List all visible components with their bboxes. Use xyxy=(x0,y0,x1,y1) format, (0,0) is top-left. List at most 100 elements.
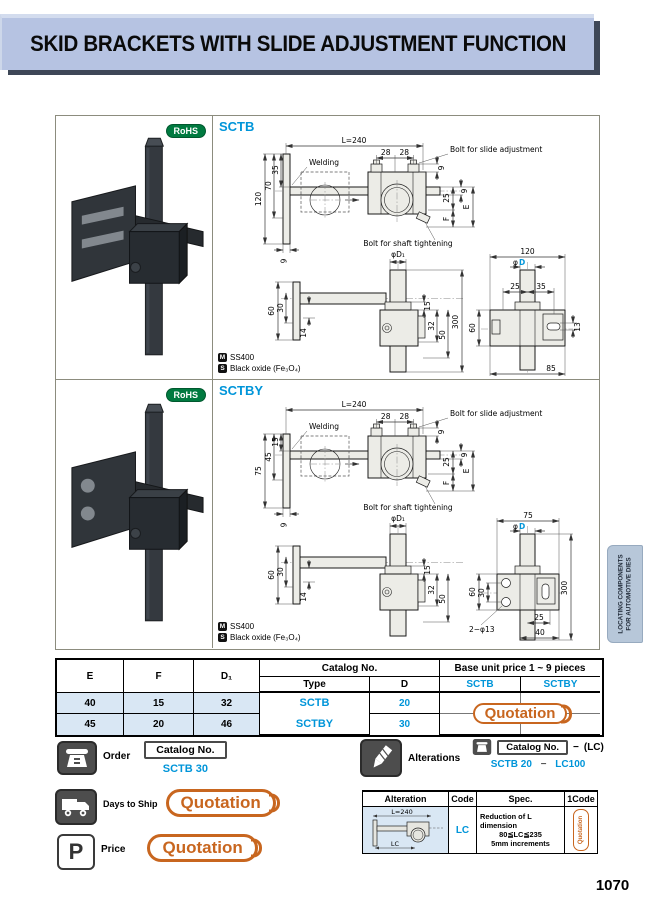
label-welding: Welding xyxy=(309,422,339,431)
dim-phi: φ xyxy=(513,522,518,531)
label-bolt-slide: Bolt for slide adjustment xyxy=(450,409,542,418)
alterations-table: Alteration Code Spec. 1Code L=240 LC LC … xyxy=(362,790,598,854)
dim-28a: 28 xyxy=(381,148,391,157)
col-header-type: Type xyxy=(260,677,370,693)
product-photo-sctb xyxy=(71,137,204,356)
rohs-badge: RoHS xyxy=(165,124,206,138)
section-sctby: RoHS SCTBY xyxy=(56,379,599,648)
dim-s30: 30 xyxy=(276,303,285,313)
col-header-d1: D₁ xyxy=(194,660,260,693)
spec-table: E F D₁ Catalog No. Base unit price 1 ~ 9… xyxy=(55,658,604,737)
page-number: 1070 xyxy=(595,877,630,894)
dim-dia1: φD₁ xyxy=(391,250,405,259)
col-header-e: E xyxy=(57,660,124,693)
series-label-sctb: SCTB xyxy=(219,119,255,134)
material-m-icon: M xyxy=(218,622,227,631)
truck-icon xyxy=(55,789,97,825)
technical-drawing-sctb: L=240 28 28 Bolt for slide adjustment We… xyxy=(254,136,582,376)
col-header-f: F xyxy=(124,660,194,693)
side-tab-locating-components: LOCATING COMPONENTS FOR AUTOMOTIVE DIES xyxy=(607,545,643,643)
surface-s-icon: S xyxy=(218,364,227,373)
alt-spec-line1: Reduction of L dimension xyxy=(480,812,532,830)
dim-r120: 120 xyxy=(520,247,535,256)
material-m: SS400 xyxy=(230,622,255,631)
days-to-ship-row: Days to Ship Quotation xyxy=(55,789,276,825)
dim-s300: 300 xyxy=(451,315,460,330)
order-row: Order Catalog No. SCTB 30 xyxy=(57,741,227,775)
alt-header-spec: Spec. xyxy=(477,792,565,807)
dim-dia1: φD₁ xyxy=(391,514,405,523)
dim-e: E xyxy=(462,468,471,473)
dim-r85: 85 xyxy=(546,364,556,373)
draw-panel-sctb: SCTB xyxy=(213,116,599,379)
alt-example-alt: LC100 xyxy=(555,759,586,770)
dim-s60: 60 xyxy=(267,306,276,316)
dim-phi-d: D xyxy=(519,522,525,531)
dim-f: F xyxy=(442,481,451,485)
alt-fig-lc: LC xyxy=(390,840,399,848)
dim-9b: 9 xyxy=(460,188,469,193)
side-tab-line1: LOCATING COMPONENTS xyxy=(617,554,625,634)
catalog-no-box: Catalog No. xyxy=(144,741,227,759)
dim-25: 25 xyxy=(442,193,451,203)
product-box: RoHS SCTB xyxy=(55,115,600,650)
alt-catalog-no-box: Catalog No. xyxy=(497,739,569,755)
order-example: SCTB 30 xyxy=(162,763,209,775)
dim-v70: 70 xyxy=(264,181,273,191)
dim-v75: 75 xyxy=(254,466,263,476)
dim-v45: 45 xyxy=(264,452,273,462)
p-letter: P xyxy=(68,839,84,864)
dim-r13: 13 xyxy=(573,322,582,332)
dim-28b: 28 xyxy=(400,148,410,157)
dim-r40: 40 xyxy=(535,628,545,637)
alt-figure-cell: L=240 LC xyxy=(363,807,449,853)
price-p-icon: P xyxy=(57,834,95,870)
dim-9a: 9 xyxy=(437,429,446,434)
dim-r35: 35 xyxy=(536,282,546,291)
dim-t9: 9 xyxy=(280,522,289,527)
alt-spec-cell: Reduction of L dimension 80≦LC≦235 5mm i… xyxy=(477,807,565,853)
dim-phi-d: D xyxy=(519,258,525,267)
section-sctb: RoHS SCTB xyxy=(56,116,599,379)
draw-panel-sctby: SCTBY xyxy=(213,380,599,648)
material-m-icon: M xyxy=(218,353,227,362)
dim-s50: 50 xyxy=(438,594,447,604)
col-header-price-sctb: SCTB xyxy=(440,677,521,693)
rohs-badge: RoHS xyxy=(165,388,206,402)
dim-r300: 300 xyxy=(560,581,569,596)
dim-s60: 60 xyxy=(267,570,276,580)
dim-r30: 30 xyxy=(477,588,486,598)
photo-panel-sctby: RoHS xyxy=(56,380,213,648)
title-banner: SKID BRACKETS WITH SLIDE ADJUSTMENT FUNC… xyxy=(0,14,594,70)
series-label-sctby: SCTBY xyxy=(219,383,264,398)
dim-r25: 25 xyxy=(534,613,544,622)
dim-t9: 9 xyxy=(280,258,289,263)
side-tab-line2: FOR AUTOMOTIVE DIES xyxy=(625,557,632,631)
dim-9b: 9 xyxy=(460,452,469,457)
alt-1code-cell: Quotation xyxy=(565,807,597,853)
alt-header-1code: 1Code xyxy=(565,792,597,807)
cell-d1-row2: 46 xyxy=(194,714,260,735)
material-m: SS400 xyxy=(230,353,255,362)
technical-drawing-sctby: L=240 28 28 Bolt for slide adjustment We… xyxy=(254,400,573,641)
cell-type-sctby: SCTBY xyxy=(295,717,334,730)
cell-f-row1: 15 xyxy=(124,693,194,714)
quotation-badge-price: Quotation xyxy=(147,834,258,862)
cell-f-row2: 20 xyxy=(124,714,194,735)
label-bolt-shaft: Bolt for shaft tightening xyxy=(363,503,453,512)
surface-s: Black oxide (Fe₃O₄) xyxy=(230,364,301,373)
col-header-d: D xyxy=(370,677,440,693)
alt-header-code: Code xyxy=(449,792,477,807)
alt-spec-line3: 5mm increments xyxy=(491,839,550,848)
alt-code-suffix: (LC) xyxy=(583,741,604,753)
dim-v120: 120 xyxy=(254,192,263,207)
dim-s14: 14 xyxy=(299,328,308,338)
cell-type-sctb: SCTB xyxy=(299,697,330,710)
label-bolt-slide: Bolt for slide adjustment xyxy=(450,145,542,154)
dim-s15: 15 xyxy=(423,301,432,311)
dim-phi: φ xyxy=(513,258,518,267)
alteration-figure: L=240 LC xyxy=(372,808,443,850)
quotation-badge-vertical: Quotation xyxy=(573,809,589,851)
surface-s-icon: S xyxy=(218,633,227,642)
